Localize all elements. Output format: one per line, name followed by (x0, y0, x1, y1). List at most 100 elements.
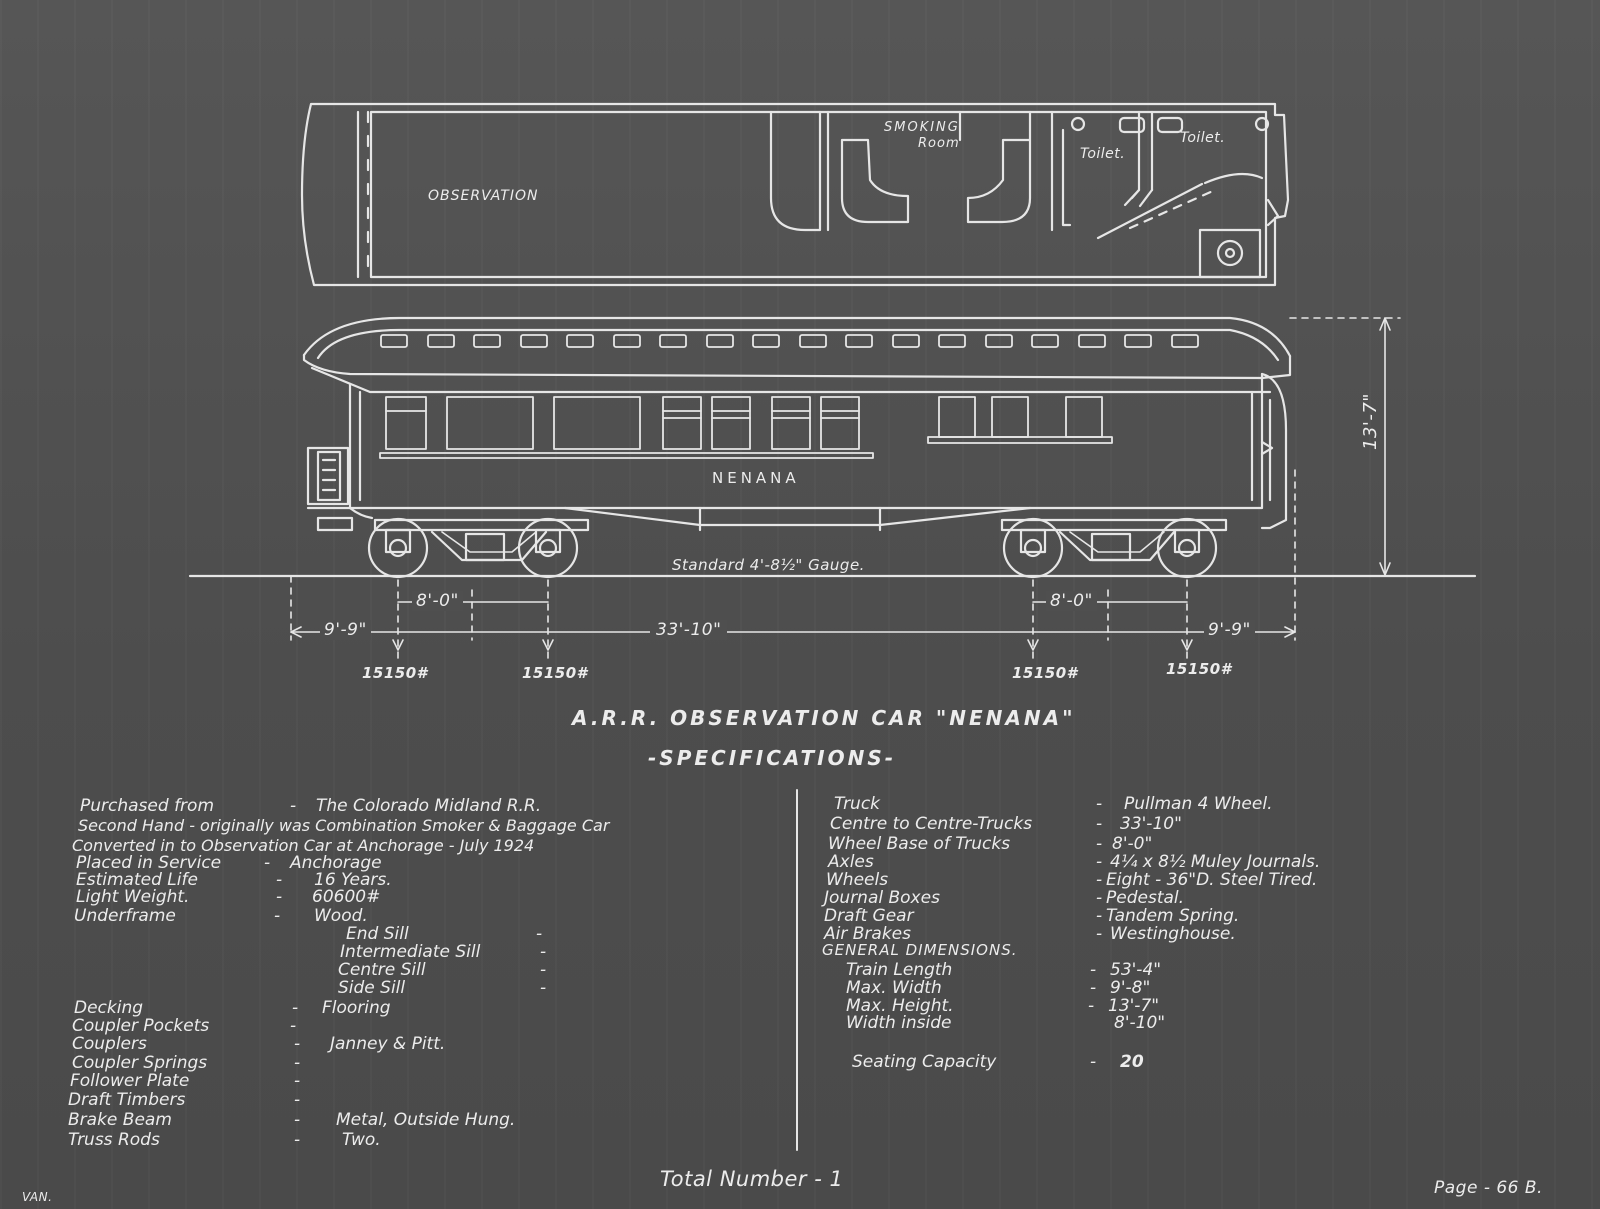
spec-value: Anchorage (290, 853, 382, 873)
spec-dash: - (536, 924, 543, 944)
smoking-room-label: SMOKING (884, 120, 960, 135)
spec-value: Flooring (322, 998, 391, 1018)
spec-key: Max. Height. (846, 996, 954, 1016)
spec-value: Two. (342, 1130, 381, 1150)
spec-key: Journal Boxes (824, 888, 940, 908)
observation-label: OBSERVATION (428, 188, 539, 204)
right-truck (1000, 517, 1228, 579)
spec-key: Side Sill (338, 978, 406, 998)
spec-key: Coupler Pockets (72, 1016, 210, 1036)
spec-note: Second Hand - originally was Combination… (78, 816, 610, 835)
side-elevation (188, 316, 1477, 579)
spec-dash: - (1096, 924, 1103, 944)
general-dimensions-heading: GENERAL DIMENSIONS. (822, 941, 1018, 959)
spec-dash: - (1096, 814, 1103, 834)
spec-dash: - (1090, 1052, 1097, 1072)
spec-key: Air Brakes (824, 924, 911, 944)
spec-key: Coupler Springs (72, 1053, 208, 1073)
spec-dash: - (540, 978, 547, 998)
spec-key: Centre to Centre-Trucks (830, 814, 1033, 834)
spec-key: End Sill (346, 924, 409, 944)
spec-dash: - (290, 796, 297, 816)
spec-dash: - (1096, 888, 1103, 908)
spec-dash: - (1090, 960, 1097, 980)
clerestory-windows (380, 334, 1199, 348)
spec-note: Converted in to Observation Car at Ancho… (72, 836, 535, 855)
spec-dash: - (1088, 996, 1095, 1016)
spec-key: Purchased from (80, 796, 214, 816)
side-windows (379, 396, 1113, 459)
spec-dash: - (1096, 852, 1103, 872)
axle-load-label: 15150# (522, 664, 588, 682)
spec-dash: - (540, 942, 547, 962)
spec-key: Max. Width (846, 978, 942, 998)
spec-dash: - (292, 998, 299, 1018)
spec-dash: - (1096, 794, 1103, 814)
spec-key: Centre Sill (338, 960, 426, 980)
spec-key: Train Length (846, 960, 953, 980)
toilet-label: Toilet. (1080, 146, 1126, 162)
spec-key: Truck (834, 794, 881, 814)
spec-value: 8'-10" (1114, 1013, 1166, 1033)
spec-value: Pedestal. (1106, 888, 1185, 908)
spec-value: Tandem Spring. (1106, 906, 1240, 926)
spec-value: 13'-7" (1108, 996, 1160, 1016)
spec-key: Estimated Life (76, 870, 198, 890)
gauge-label: Standard 4'-8½" Gauge. (672, 556, 865, 574)
spec-key: Placed in Service (76, 853, 222, 873)
smoking-room-label-2: Room (918, 136, 960, 151)
spec-key: Wheel Base of Trucks (828, 834, 1011, 854)
floor-plan (300, 102, 1290, 287)
dimension-lines (290, 317, 1401, 661)
wheelbase-right-dimension: 8'-0" (1046, 591, 1097, 611)
spec-dash: - (540, 960, 547, 980)
drawing-subtitle: -SPECIFICATIONS- (648, 746, 897, 770)
spec-dash: - (276, 870, 283, 890)
spec-key: Draft Gear (824, 906, 914, 926)
spec-key: Axles (828, 852, 874, 872)
spec-value: 9'-8" (1110, 978, 1151, 998)
height-dimension: 13'-7" (1360, 392, 1381, 450)
spec-value: 33'-10" (1120, 814, 1182, 834)
spec-dash: - (290, 1016, 297, 1036)
spec-key: Follower Plate (70, 1071, 190, 1091)
spec-key: Brake Beam (68, 1110, 172, 1130)
spec-dash: - (294, 1034, 301, 1054)
spec-value: 20 (1120, 1052, 1144, 1072)
spec-key: Draft Timbers (68, 1090, 186, 1110)
car-name-label: NENANA (712, 469, 800, 487)
spec-value: Janney & Pitt. (330, 1034, 446, 1054)
spec-value: 60600# (312, 887, 381, 907)
overhang-right-dimension: 9'-9" (1204, 620, 1255, 640)
spec-value: Eight - 36"D. Steel Tired. (1106, 870, 1318, 890)
total-number: Total Number - 1 (660, 1167, 844, 1191)
axle-load-label: 15150# (362, 664, 428, 682)
spec-key: Light Weight. (76, 887, 190, 907)
spec-dash: - (1096, 870, 1103, 890)
spec-dash: - (294, 1090, 301, 1110)
spec-value: 16 Years. (314, 870, 392, 890)
spec-value: Westinghouse. (1110, 924, 1236, 944)
left-truck (367, 517, 590, 579)
spec-dash: - (1096, 906, 1103, 926)
spec-value: Metal, Outside Hung. (336, 1110, 516, 1130)
page-number: Page - 66 B. (1434, 1178, 1543, 1198)
spec-key: Decking (74, 998, 144, 1018)
spec-value: Wood. (314, 906, 368, 926)
spec-dash: - (276, 887, 283, 907)
truck-centres-dimension: 33'-10" (650, 620, 728, 640)
spec-dash: - (274, 906, 281, 926)
spec-dash: - (1090, 978, 1097, 998)
axle-load-label: 15150# (1166, 660, 1232, 678)
spec-value: 53'-4" (1110, 960, 1162, 980)
spec-dash: - (294, 1130, 301, 1150)
spec-key: Wheels (826, 870, 889, 890)
spec-value: The Colorado Midland R.R. (316, 796, 542, 816)
spec-value: 4¼ x 8½ Muley Journals. (1110, 852, 1321, 872)
spec-dash: - (264, 853, 271, 873)
spec-dash: - (1096, 834, 1103, 854)
spec-dash: - (294, 1053, 301, 1073)
spec-dash: - (294, 1110, 301, 1130)
